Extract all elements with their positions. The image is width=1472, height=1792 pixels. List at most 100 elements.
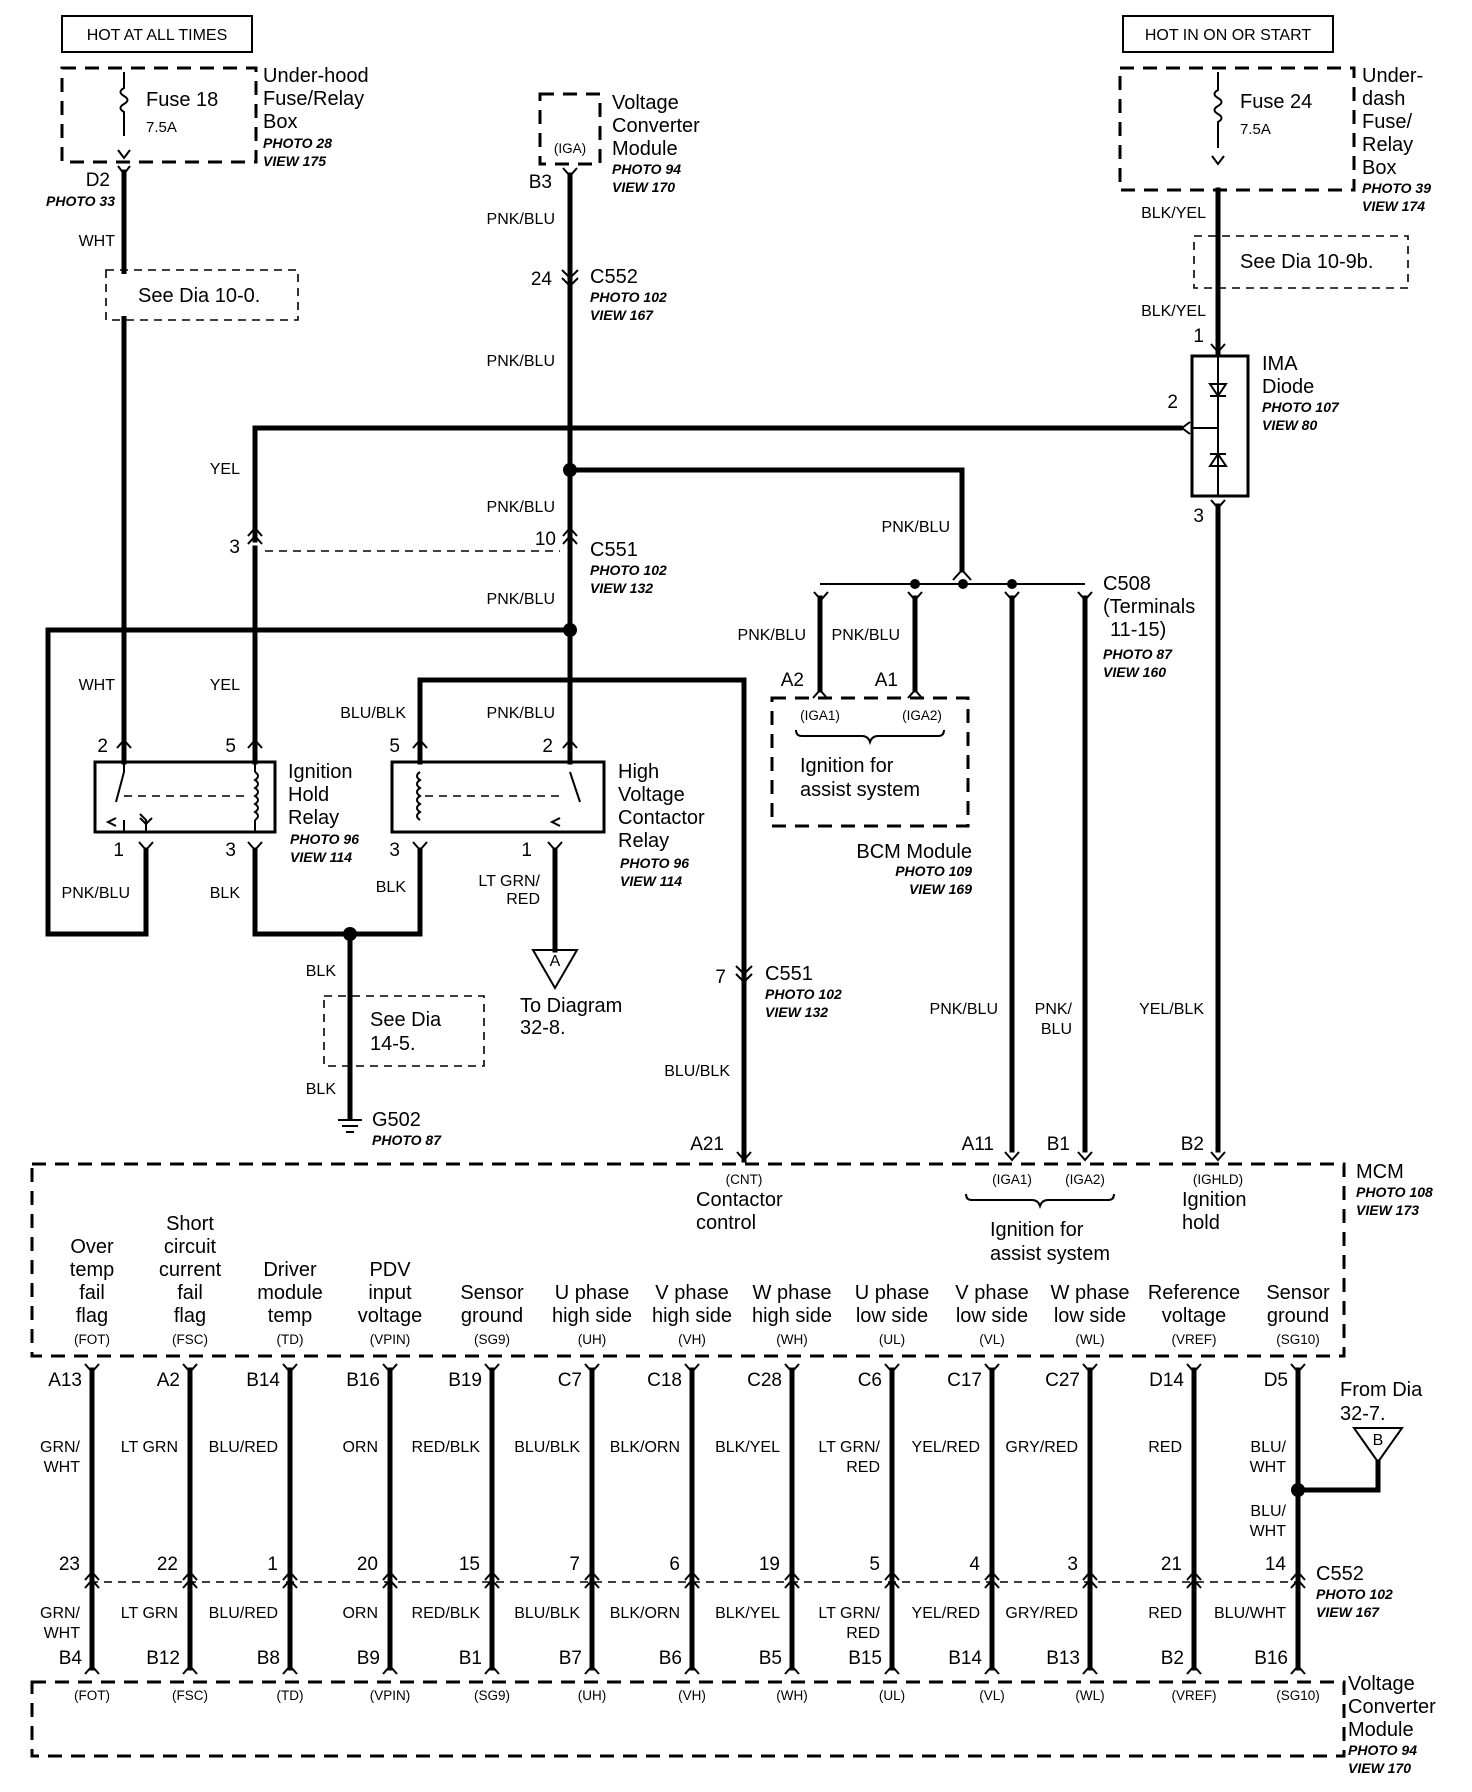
signal-c552-pin-13: 14 [1265,1554,1287,1575]
signal-c552-pin-11: 3 [1067,1554,1078,1575]
underdash-fuse-box [1118,66,1356,192]
signal-vcm-pin-6: B7 [559,1648,582,1669]
signal-desc-2-2: circuit [164,1236,217,1258]
signal-wire-bot-9-1: LT GRN/ [818,1605,880,1622]
signal-vcm-pin-10: B14 [948,1648,982,1669]
signal-mcm-pin-13: D5 [1264,1370,1288,1391]
see-dia-14-5-box [323,995,485,1067]
signal-wire-top-1-2: WHT [44,1459,81,1476]
c551-pin-10: 10 [535,529,556,550]
blk-label-3: BLK [306,963,337,980]
c551-name: C551 [590,539,638,561]
fuse-18-name: Fuse 18 [146,89,218,111]
hvr-pin-5: 5 [389,736,400,757]
signal-wire-top-13-2: WHT [1250,1459,1287,1476]
pnk-blu-loop-wire [45,627,573,937]
wht-wire-label-bottom: WHT [79,677,116,694]
pnk-blu-label-10: PNK/BLU [930,1001,998,1018]
hvr-name-1: High [618,761,659,783]
signal-wire-bot-8-1: BLK/YEL [715,1605,780,1622]
signal-sig-11: (WL) [1075,1332,1104,1347]
signal-wire-bot-2-1: LT GRN [121,1605,178,1622]
signal-mcm-pin-2: A2 [157,1370,180,1391]
signal-desc-3-3: temp [268,1305,312,1327]
signal-vcm-sig-7: (VH) [678,1688,706,1703]
signal-sig-3: (TD) [277,1332,304,1347]
fuse-24-icon [1213,72,1223,148]
ima-pin-3: 3 [1193,506,1204,527]
signal-wire-bot-5-1: RED/BLK [412,1605,481,1622]
ihr-pin-1: 1 [113,840,124,861]
underhood-box-label-1: Under-hood [263,65,369,87]
g502-name: G502 [372,1109,421,1131]
mcm-iga1: (IGA1) [992,1172,1032,1187]
signal-vcm-pin-8: B5 [759,1648,782,1669]
pnk-blu-label-5: PNK/BLU [487,591,555,608]
signal-sig-7: (VH) [678,1332,706,1347]
mcm-cnt-desc-2: control [696,1212,756,1234]
fuse-24-rating: 7.5A [1240,121,1271,138]
signal-wire-top-10-1: YEL/RED [912,1439,980,1456]
mcm-iga2: (IGA2) [1065,1172,1105,1187]
signal-c552-pin-4: 20 [357,1554,378,1575]
signal-vcm-pin-3: B8 [257,1648,280,1669]
signal-mcm-pin-8: C28 [747,1370,782,1391]
signal-desc-6-1: U phase [555,1282,630,1304]
signal-wire-top-9-2: RED [846,1459,880,1476]
signal-desc-4-2: input [368,1282,412,1304]
hot-at-all-times-label: HOT AT ALL TIMES [87,27,228,44]
signal-sig-1: (FOT) [74,1332,110,1347]
blk-label-4: BLK [306,1081,337,1098]
signal-c552-pin-2: 22 [157,1554,178,1575]
signal-wire-bot-6-1: BLU/BLK [514,1605,580,1622]
signal-wire-top-1-1: GRN/ [40,1439,81,1456]
signal-c552-pin-1: 23 [59,1554,80,1575]
signal-vcm-sig-5: (SG9) [474,1688,510,1703]
c552-name: C552 [590,266,638,288]
c551-pin-3: 3 [229,537,240,558]
vcm-top-box [538,92,602,166]
c551-pin7-icon [735,965,753,984]
pnk-blu-label-6: PNK/BLU [487,705,555,722]
ihr-coil-icon [253,771,259,821]
hvr-pin-2: 2 [542,736,553,757]
signal-desc-1-4: flag [76,1305,108,1327]
pnk-blu-label-11a: PNK/ [1035,1001,1073,1018]
ima-photo: PHOTO 107 [1262,399,1340,415]
bcm-desc-2: assist system [800,779,920,801]
signal-c552-pin-5: 15 [459,1554,480,1575]
signal-sig-6: (UH) [578,1332,607,1347]
signal-vcm-pin-2: B12 [146,1648,180,1669]
underdash-view: VIEW 174 [1362,198,1425,214]
bcm-module-box [770,696,970,828]
signal-desc-1-3: fail [79,1282,105,1304]
offpage-a-icon [531,949,579,990]
signal-desc-10-1: V phase [955,1282,1028,1304]
signal-mcm-pin-10: C17 [947,1370,982,1391]
signal-wire-bot-3-1: BLU/RED [209,1605,278,1622]
bcm-name: BCM Module [856,841,972,863]
vcm-bottom-name-3: Module [1348,1719,1414,1741]
signal-vcm-pin-11: B13 [1046,1648,1080,1669]
mcm-ighld: (IGHLD) [1193,1172,1243,1187]
signal-mcm-pin-1: A13 [48,1370,82,1391]
ihr-view: VIEW 114 [290,849,352,865]
signal-mcm-pin-9: C6 [858,1370,882,1391]
blu-blk-wire [417,677,747,1163]
signal-desc-13-2: ground [1267,1305,1329,1327]
hvr-name-2: Voltage [618,784,685,806]
blk-label-2: BLK [376,879,407,896]
ima-view: VIEW 80 [1262,417,1317,433]
ihr-pin-2: 2 [97,736,108,757]
underdash-label-4: Relay [1362,134,1413,156]
signal-vcm-sig-2: (FSC) [172,1688,208,1703]
hvr-coil-icon [416,771,422,821]
signal-vcm-pin-5: B1 [459,1648,482,1669]
hvr-pin-3: 3 [389,840,400,861]
see-dia-10-9b-box [1193,235,1409,289]
underdash-label-3: Fuse/ [1362,111,1412,133]
signal-sig-13: (SG10) [1276,1332,1320,1347]
vcm-bottom-box [30,1680,1346,1758]
signal-vcm-pin-7: B6 [659,1648,682,1669]
vcm-top-iga: (IGA) [554,141,586,156]
